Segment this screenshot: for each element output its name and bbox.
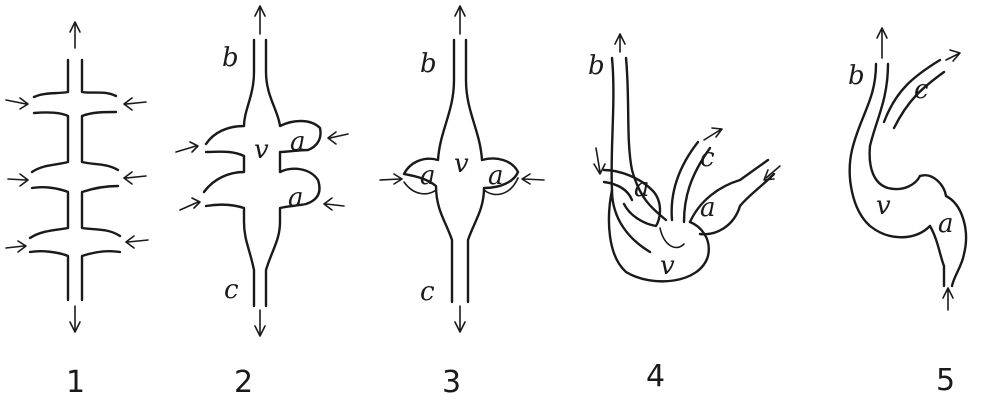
- fig3-label-v: v: [454, 149, 469, 179]
- fig4-label-a-right: a: [700, 193, 716, 223]
- fig5-label-a: a: [938, 209, 954, 239]
- fig2-arrow-in-left-1: [176, 142, 198, 152]
- figure-2: b v a a c 2: [176, 6, 348, 400]
- fig1-arrow-in-right-2: [124, 172, 146, 184]
- fig2-label-a-lower: a: [288, 183, 304, 213]
- fig2-body-left-wall: [204, 40, 254, 306]
- fig2-body-right-wall: [266, 40, 321, 306]
- figure-1-number: 1: [66, 365, 85, 400]
- fig4-label-a-left: a: [634, 173, 650, 203]
- fig2-label-c: c: [224, 275, 239, 305]
- fig4-label-b: b: [588, 51, 605, 81]
- fig2-arrow-in-right-1: [328, 132, 348, 144]
- fig4-label-c: c: [700, 143, 715, 173]
- fig4-arrow-c: [704, 128, 722, 140]
- fig3-label-c: c: [420, 277, 435, 307]
- figure-2-number: 2: [234, 365, 253, 400]
- fig1-arrow-in-left-1: [6, 98, 28, 109]
- fig3-label-a-right: a: [488, 161, 504, 191]
- fig2-label-v: v: [254, 135, 269, 165]
- figure-3-number: 3: [442, 365, 461, 400]
- fig4-inner-loop: [660, 228, 684, 247]
- fig4-atrium-left-inner: [604, 182, 632, 200]
- figure-1: 1: [6, 22, 148, 400]
- fig5-label-c: c: [914, 75, 929, 105]
- fig2-arrow-in-left-2: [180, 198, 200, 210]
- fig3-label-a-left: a: [420, 161, 436, 191]
- fig4-arrow-right-in: [764, 166, 780, 180]
- fig3-label-b: b: [420, 49, 437, 79]
- fig5-arrow-c: [946, 50, 960, 61]
- fig2-label-a-upper: a: [290, 127, 306, 157]
- fig5-arrow-top: [877, 28, 887, 58]
- fig2-label-b: b: [222, 43, 239, 73]
- fig5-label-b: b: [848, 61, 865, 91]
- figure-4-number: 4: [646, 359, 665, 394]
- fig4-label-v: v: [660, 251, 675, 281]
- figure-5: b c v a 5: [848, 28, 966, 398]
- figure-5-number: 5: [936, 363, 955, 398]
- figure-3: b a v a c 3: [380, 6, 544, 400]
- fig1-arrow-in-right-1: [124, 98, 146, 110]
- fig1-vessel-right-wall: [82, 60, 120, 300]
- fig3-arrow-in-right: [522, 174, 544, 184]
- fig3-arrow-in-left: [380, 174, 402, 184]
- fig5-arrow-bottom-in: [943, 288, 953, 310]
- fig1-arrow-in-left-3: [6, 241, 26, 252]
- fig5-label-v: v: [876, 191, 891, 221]
- fig4-arrow-top: [615, 34, 625, 52]
- fig1-arrow-in-right-3: [126, 236, 148, 248]
- fig2-arrow-in-right-2: [324, 198, 344, 210]
- fig1-vessel-left-wall: [30, 60, 68, 300]
- fig1-arrow-in-left-2: [8, 174, 28, 186]
- figure-4: b a c a v 4: [588, 34, 780, 394]
